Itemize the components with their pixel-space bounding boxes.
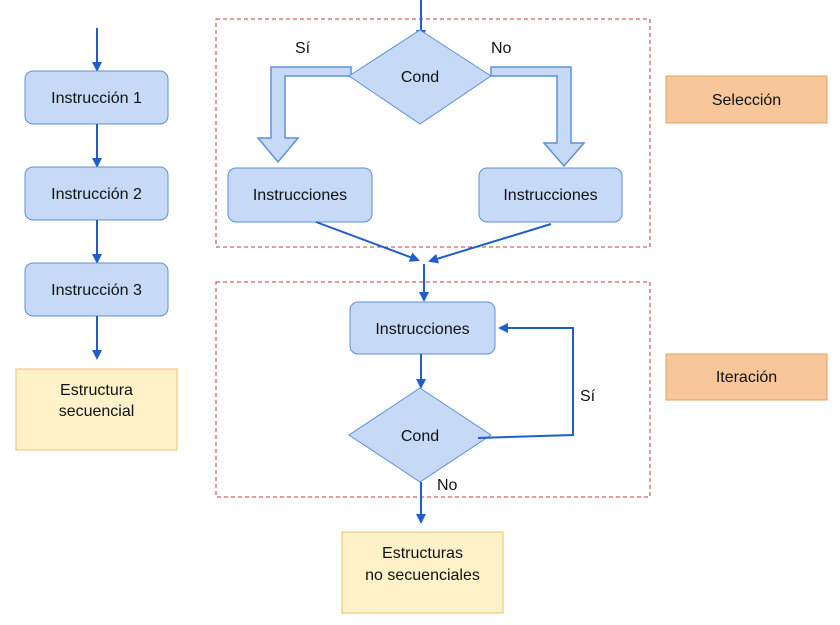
selection-yes-label: Sí	[295, 40, 311, 57]
selection-no-instructions-label: Instrucciones	[503, 187, 597, 204]
selection-no-block-arrow	[490, 66, 586, 168]
sequential-caption-line2: secuencial	[59, 403, 135, 420]
nonsequential-caption-box: Estructuras no secuenciales	[341, 531, 504, 614]
selection-tag: Selección	[665, 75, 828, 124]
sequential-step-1: Instrucción 1	[24, 70, 169, 125]
iteration-yes-label: Sí	[580, 388, 596, 405]
nonsequential-caption-line2: no secuenciales	[365, 567, 480, 584]
sequential-step-1-label: Instrucción 1	[51, 90, 142, 107]
selection-yes-instructions: Instrucciones	[227, 167, 373, 223]
selection-tag-label: Selección	[712, 92, 781, 109]
selection-merge-arrow-right	[428, 223, 552, 264]
sequential-caption-box: Estructura secuencial	[15, 368, 178, 451]
selection-yes-instructions-label: Instrucciones	[253, 187, 347, 204]
selection-no-label: No	[491, 40, 512, 57]
sequential-step-2: Instrucción 2	[24, 166, 169, 221]
selection-condition-diamond: Cond	[348, 29, 492, 125]
nonsequential-caption-line1: Estructuras	[382, 545, 463, 562]
iteration-loop-back-arrow	[477, 323, 574, 439]
iteration-body-instructions: Instrucciones	[349, 301, 496, 355]
iteration-body-label: Instrucciones	[375, 321, 469, 338]
sequential-step-3: Instrucción 3	[24, 262, 169, 317]
selection-yes-block-arrow	[256, 66, 352, 164]
sequential-caption-line1: Estructura	[60, 382, 133, 399]
selection-merge-arrow-left	[315, 221, 420, 262]
selection-frame	[215, 18, 651, 248]
iteration-tag: Iteración	[665, 353, 828, 401]
iteration-tag-label: Iteración	[716, 369, 777, 386]
sequential-step-2-label: Instrucción 2	[51, 186, 142, 203]
selection-no-instructions: Instrucciones	[478, 167, 623, 223]
iteration-condition-diamond: Cond	[348, 387, 492, 483]
selection-condition-label: Cond	[401, 69, 439, 86]
iteration-frame	[215, 281, 651, 498]
iteration-no-label: No	[437, 477, 458, 494]
sequential-step-3-label: Instrucción 3	[51, 282, 142, 299]
iteration-condition-label: Cond	[401, 428, 439, 445]
